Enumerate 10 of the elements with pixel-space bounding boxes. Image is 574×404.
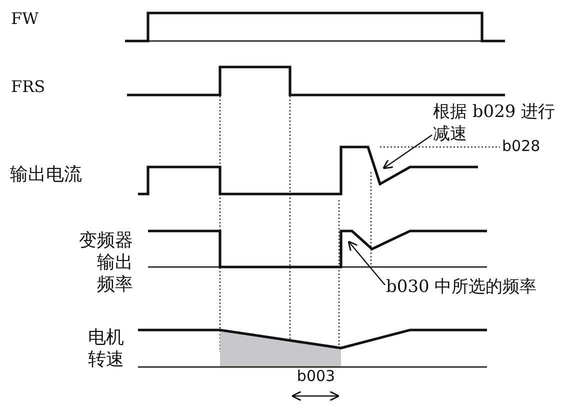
leader-line [382, 134, 432, 170]
signal-label: FRS [11, 77, 46, 97]
signal-label: 变频器输出频率 [78, 230, 133, 296]
signal-label: 输出电流 [10, 164, 83, 186]
signal-label: FW [11, 9, 40, 29]
signal-label: 电机转速 [87, 327, 124, 371]
dimension-label: b003 [296, 367, 336, 386]
callout-text: b030 中所选的频率 [386, 276, 566, 298]
level-label: b028 [502, 137, 542, 156]
leader-line [348, 240, 386, 286]
